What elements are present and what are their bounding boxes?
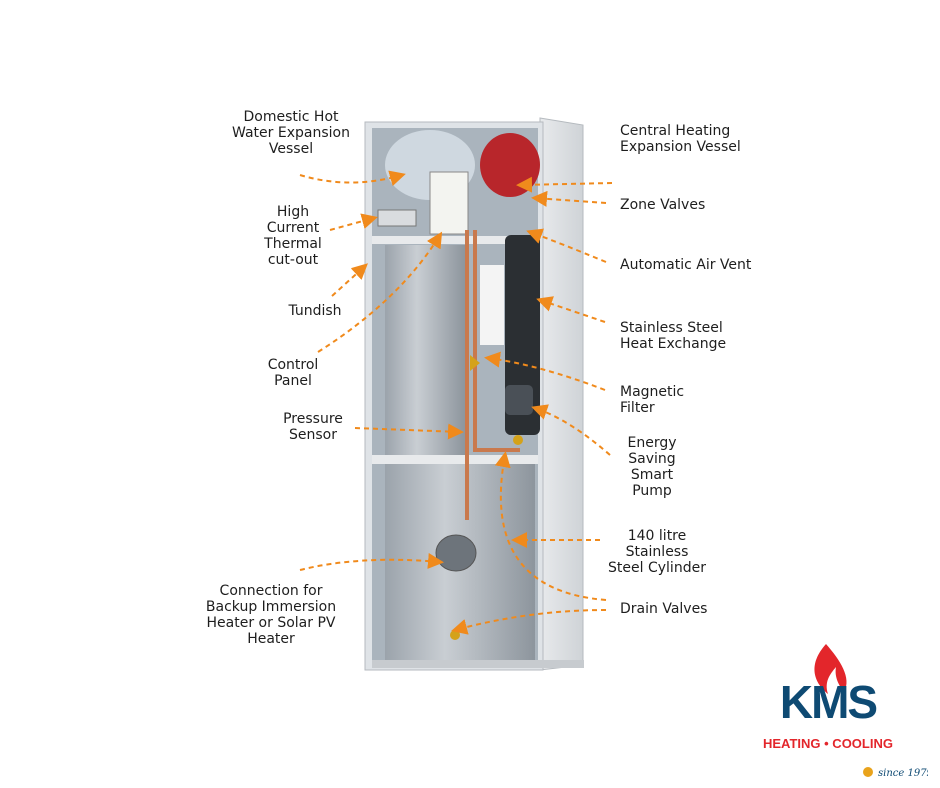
label-zone-valves: Zone Valves — [620, 197, 706, 213]
logo-since: since 1979 — [878, 768, 928, 779]
flame-icon — [814, 644, 847, 694]
logo-name: KMS — [780, 676, 877, 728]
logo-tagline: HEATING • COOLING — [763, 736, 893, 751]
label-drain-valves: Drain Valves — [620, 601, 708, 617]
label-air-vent: Automatic Air Vent — [620, 257, 752, 273]
kms-logo: KMS HEATING • COOLING since 1979 — [763, 644, 928, 779]
badge-icon — [863, 767, 873, 777]
label-tundish: Tundish — [288, 303, 342, 319]
leader-arrows — [299, 170, 613, 635]
